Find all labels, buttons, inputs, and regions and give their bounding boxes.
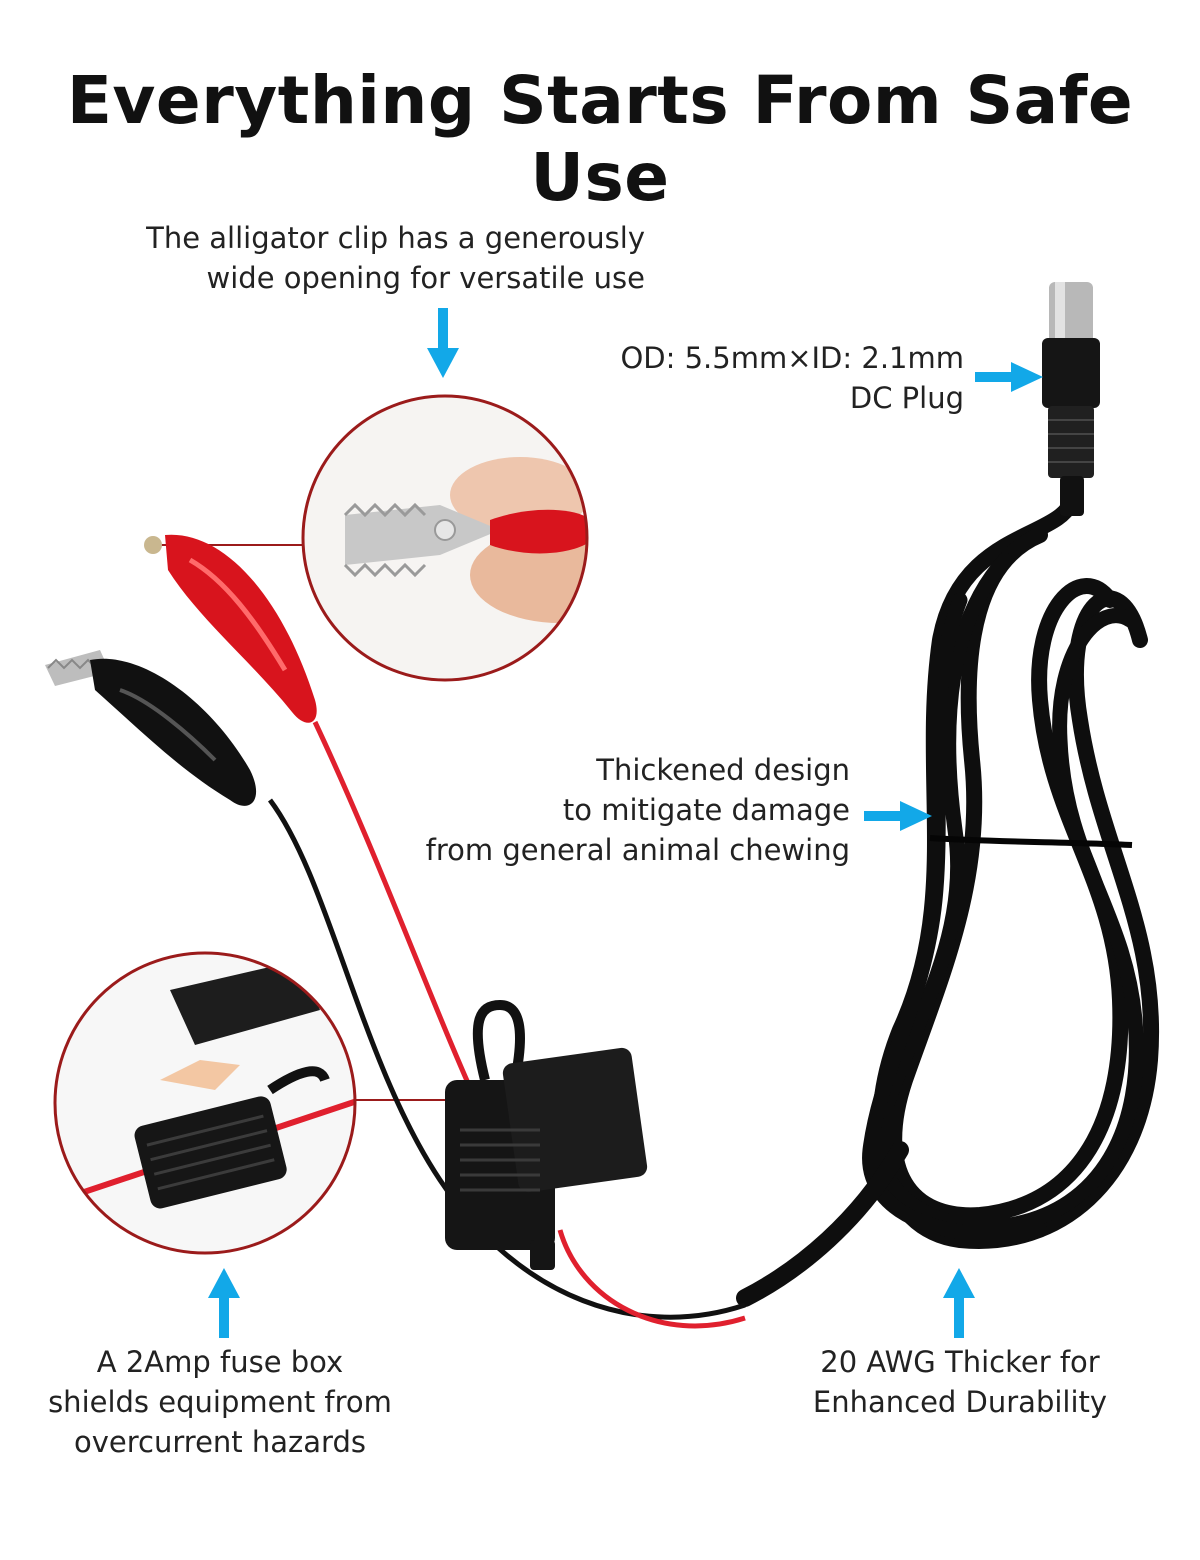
page-title: Everything Starts From Safe Use <box>66 62 1134 216</box>
plug-caption-line: OD: 5.5mm×ID: 2.1mm <box>620 341 964 375</box>
awg-caption-line: Enhanced Durability <box>812 1385 1108 1419</box>
arrow-right-icon <box>864 801 932 831</box>
red-alligator-clip <box>144 534 317 723</box>
cable-tie <box>929 835 1133 848</box>
arrow-up-icon <box>943 1268 975 1338</box>
fuse-box <box>445 999 648 1270</box>
fuse-caption-line: shields equipment from <box>48 1385 392 1419</box>
red-wire <box>312 720 746 1329</box>
black-alligator-clip <box>45 650 257 806</box>
plug-caption: OD: 5.5mm×ID: 2.1mm DC Plug <box>560 338 964 418</box>
coiled-cable <box>736 492 1160 1307</box>
awg-caption: 20 AWG Thicker for Enhanced Durability <box>780 1342 1140 1422</box>
awg-caption-line: 20 AWG Thicker for <box>820 1345 1100 1379</box>
arrow-up-icon <box>208 1268 240 1338</box>
dc-plug <box>1042 282 1100 516</box>
clip-caption-line: The alligator clip has a generously <box>146 221 645 255</box>
fuse-caption-line: A 2Amp fuse box <box>96 1345 344 1379</box>
clip-caption: The alligator clip has a generously wide… <box>60 218 645 298</box>
clip-caption-line: wide opening for versatile use <box>206 261 645 295</box>
thick-caption: Thickened design to mitigate damage from… <box>380 750 850 870</box>
arrow-right-icon <box>975 362 1043 392</box>
fuse-detail-callout <box>53 951 357 1255</box>
clip-detail-callout <box>301 394 589 682</box>
plug-caption-line: DC Plug <box>849 381 964 415</box>
fuse-caption-line: overcurrent hazards <box>74 1425 366 1459</box>
arrow-down-icon <box>427 308 459 378</box>
thick-caption-line: from general animal chewing <box>425 833 850 867</box>
thick-caption-line: Thickened design <box>596 753 850 787</box>
fuse-caption: A 2Amp fuse box shields equipment from o… <box>20 1342 420 1462</box>
thick-caption-line: to mitigate damage <box>562 793 850 827</box>
